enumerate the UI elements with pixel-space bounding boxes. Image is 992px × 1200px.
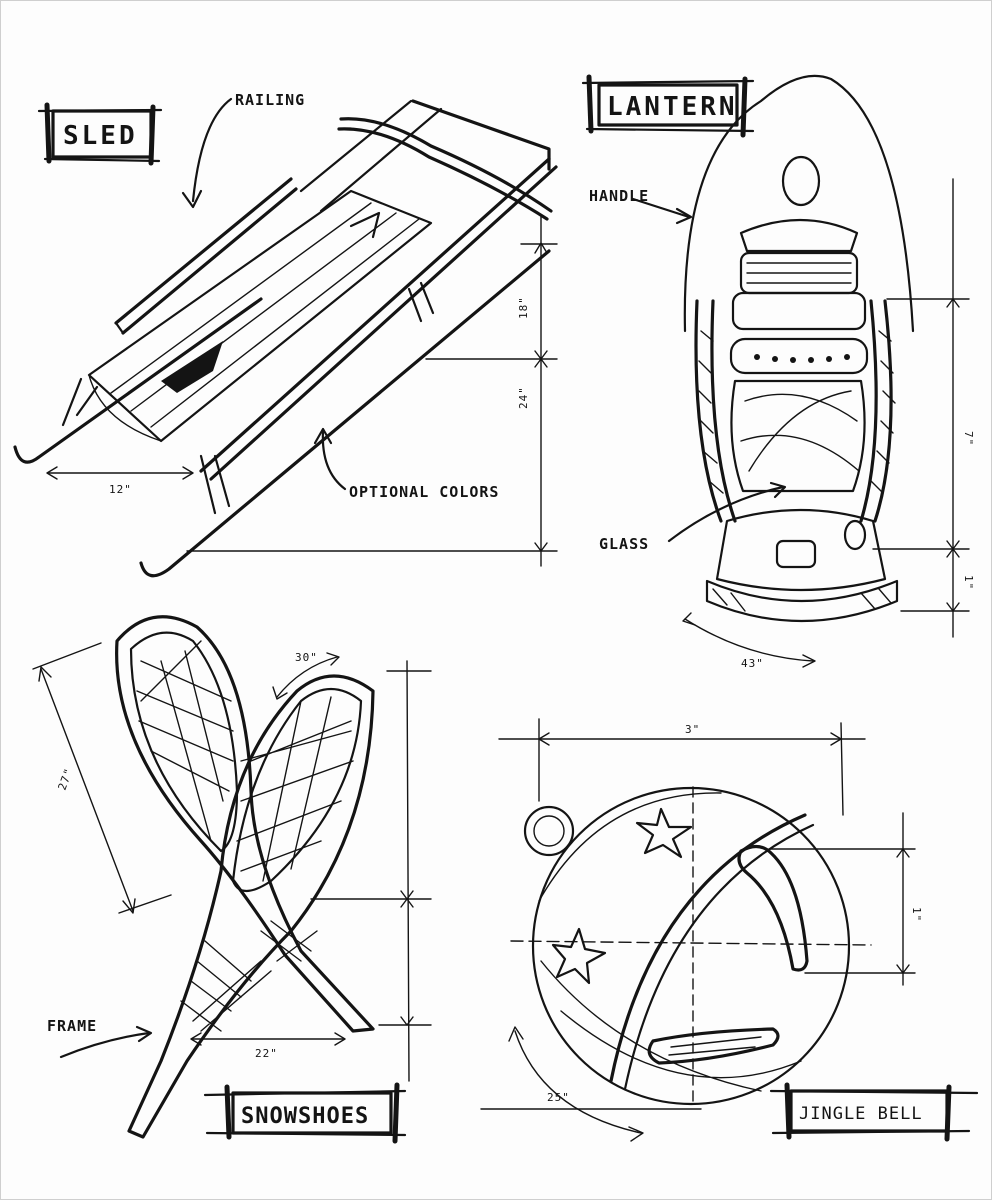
snowshoe-bottom-label: 22" xyxy=(255,1047,278,1060)
handle-arrow xyxy=(631,197,691,219)
sled-deck xyxy=(87,189,433,443)
lantern-cap xyxy=(739,218,859,253)
lantern-base xyxy=(705,579,899,623)
snowshoes-illustration: 27" 30" 22" FRAME SNOWSHOE xyxy=(32,615,432,1144)
optional-colors-arrow xyxy=(321,429,347,491)
bell-dimension-arc xyxy=(508,1026,644,1142)
bell-height-label: 1" xyxy=(910,907,923,922)
bell-arc-label: 25" xyxy=(547,1091,570,1104)
sled-dimension-height xyxy=(186,215,558,567)
lantern-dimension-height xyxy=(872,178,970,638)
sled-title: SLED xyxy=(63,121,138,151)
bell-slot-bottom xyxy=(647,1027,780,1065)
snowshoe-dimension-length xyxy=(32,642,172,914)
lantern-circumference-label: 43" xyxy=(741,657,764,670)
sled-width-label: 12" xyxy=(109,483,132,496)
lantern-frame-right xyxy=(859,299,893,523)
lantern-frame-left xyxy=(694,299,737,523)
railing-note: RAILING xyxy=(235,91,305,109)
frame-note: FRAME xyxy=(47,1017,97,1035)
bell-star-left xyxy=(551,927,607,985)
sled-title-box xyxy=(37,102,163,166)
lantern-base-label: 1" xyxy=(962,575,975,590)
railing-arrow xyxy=(191,97,233,203)
sled-height-lower-label: 24" xyxy=(517,386,530,409)
jingle-bell-illustration: 3" 1" 25" JINGLE BELL xyxy=(480,718,979,1142)
sled-railing-right xyxy=(199,157,558,481)
bell-star-top xyxy=(635,807,693,859)
bell-dimension-width xyxy=(498,718,866,816)
sled-railing-left xyxy=(114,177,298,335)
lantern-illustration: LANTERN xyxy=(581,74,975,670)
snowshoe-lacing xyxy=(180,940,272,1032)
sled-deck-arrow xyxy=(161,341,223,393)
bell-slot-right xyxy=(737,844,809,972)
bell-width-label: 3" xyxy=(685,723,700,736)
glass-arrow xyxy=(667,485,785,543)
sled-steering-bar xyxy=(337,117,553,221)
bell-loop xyxy=(523,805,575,857)
sled-runner-left xyxy=(13,297,263,464)
lantern-dimension-circumference xyxy=(682,612,816,668)
snowshoes-title: SNOWSHOES xyxy=(241,1104,369,1129)
snowshoes-title-box xyxy=(203,1082,407,1144)
lantern-title-box xyxy=(581,74,755,138)
snowshoe-dimension-height xyxy=(310,660,432,1082)
optional-colors-note: OPTIONAL COLORS xyxy=(349,483,499,501)
lantern-vent-band xyxy=(729,337,869,375)
bell-center-horizontal xyxy=(510,940,872,946)
lantern-ring xyxy=(781,155,821,207)
snowshoe-left xyxy=(115,615,375,1033)
sled-dimension-width xyxy=(46,466,194,480)
lantern-title: LANTERN xyxy=(607,92,738,122)
bell-seam xyxy=(609,813,807,1083)
snowshoe-dimension-top xyxy=(272,652,340,700)
snowshoe-length-label: 27" xyxy=(56,766,76,792)
sled-runner-right xyxy=(139,249,551,578)
lantern-height-label: 7" xyxy=(962,431,975,446)
bell-body xyxy=(531,786,851,1106)
jingle-bell-title-box xyxy=(769,1082,979,1142)
snowshoe-right xyxy=(127,674,375,1139)
snowshoe-top-label: 30" xyxy=(295,651,318,664)
glass-note: GLASS xyxy=(599,535,649,553)
sled-height-upper-label: 18" xyxy=(517,296,530,319)
bell-dimension-height xyxy=(768,812,916,986)
lantern-glass xyxy=(730,379,866,493)
jingle-bell-title: JINGLE BELL xyxy=(799,1104,923,1124)
frame-arrow xyxy=(59,1031,151,1059)
snowshoe-dimension-bottom xyxy=(190,1032,346,1046)
sled-illustration: SLED 12" 18" xyxy=(13,91,558,578)
lantern-fuel-tank xyxy=(715,508,887,592)
lantern-handle-outline xyxy=(683,74,915,333)
handle-note: HANDLE xyxy=(589,187,649,205)
